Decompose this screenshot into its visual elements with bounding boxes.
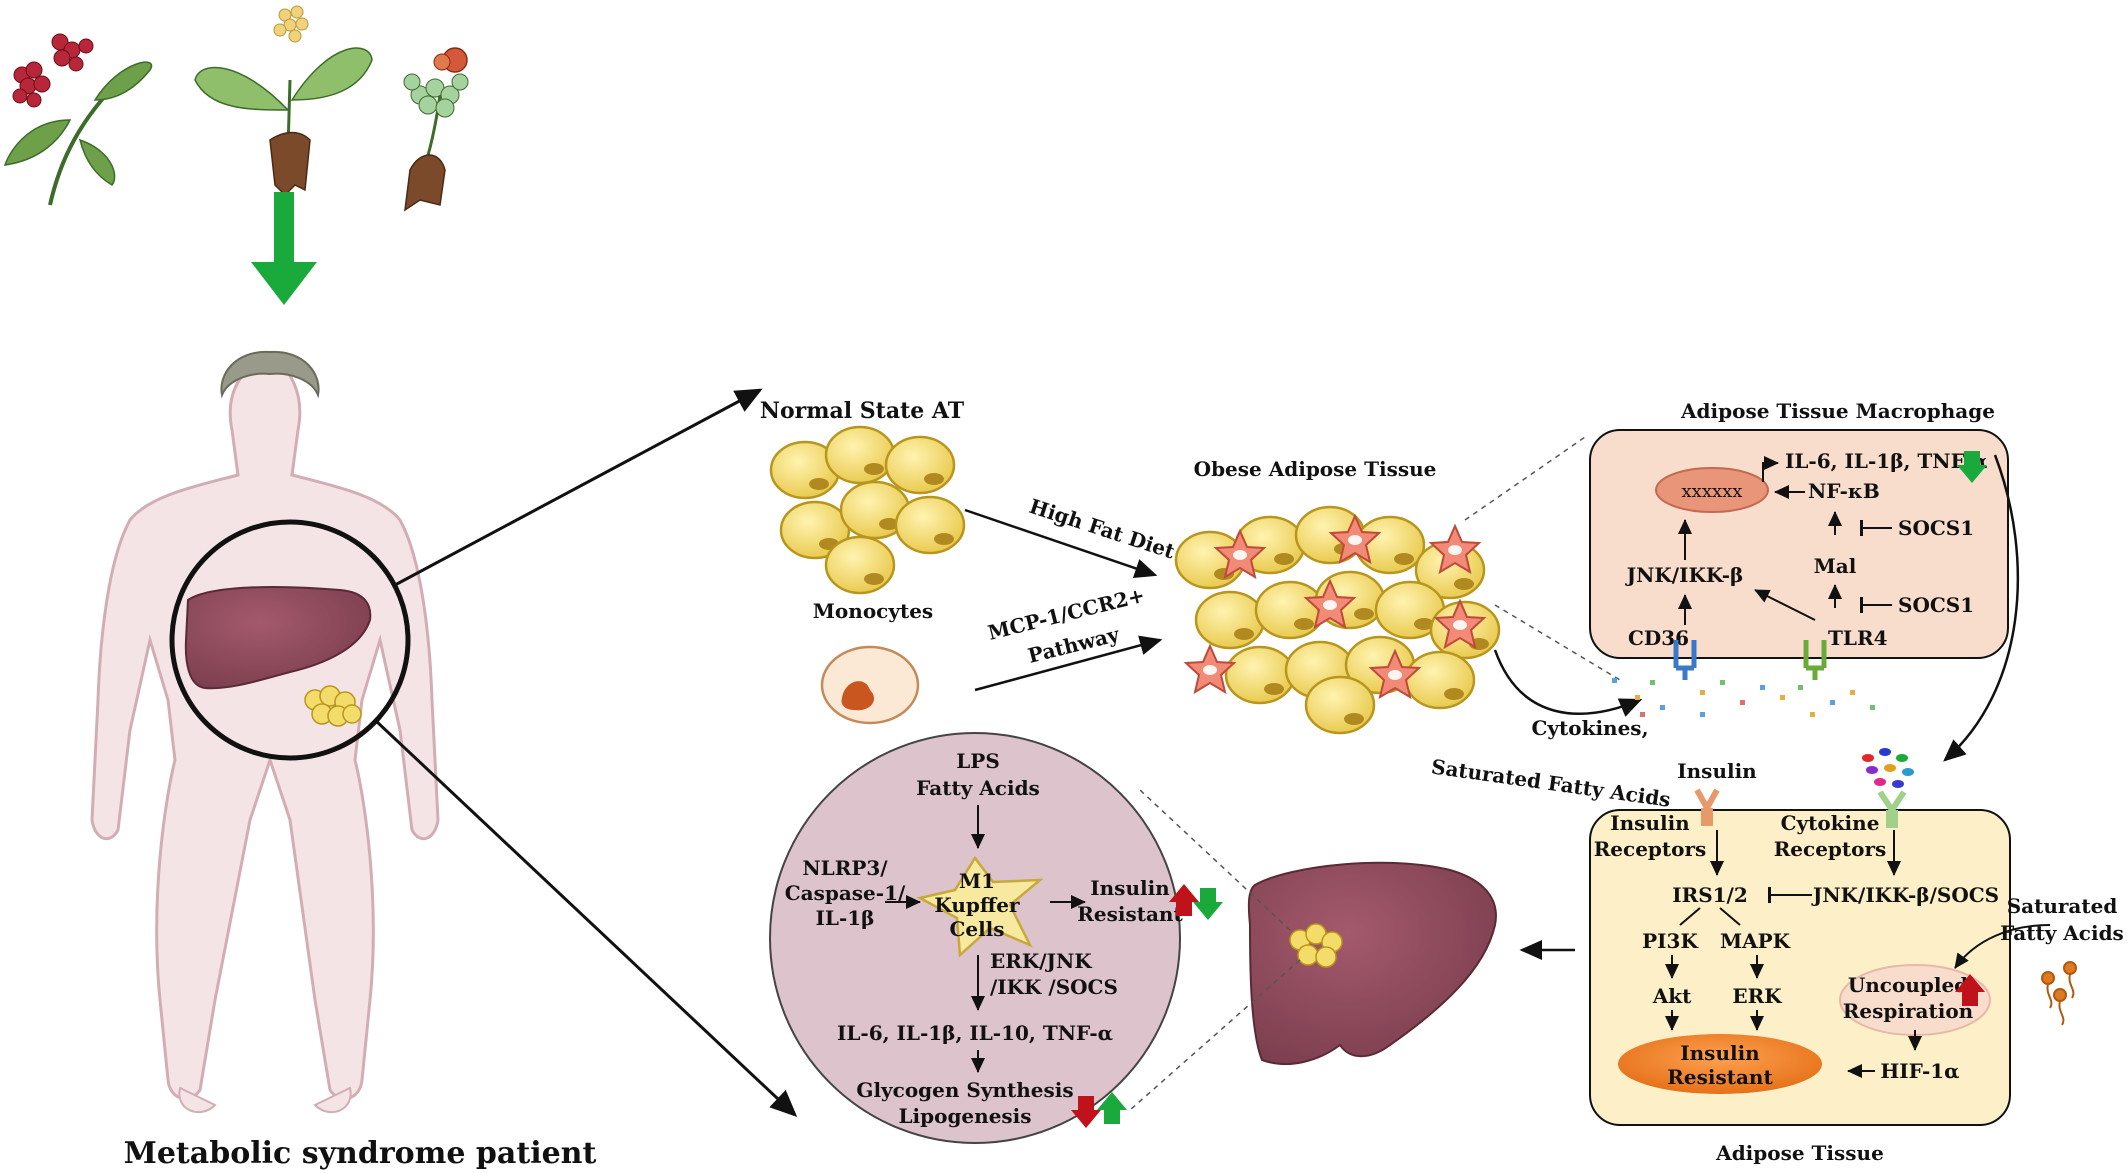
nfkb-label: NF-κB: [1808, 479, 1880, 503]
zoom-line: [1129, 959, 1301, 1111]
lipogenesis-label: Lipogenesis: [898, 1104, 1031, 1128]
arrow-tlr4-jnk: [1754, 589, 1816, 621]
high-fat-diet-label: High Fat Diet: [1026, 494, 1178, 564]
monocyte-icon: [820, 645, 920, 725]
arrow-high-fat: [964, 508, 1158, 578]
magnify-circle: [169, 519, 411, 761]
insulin-receptor-icon: [1694, 788, 1720, 826]
m1-label-3: Cells: [949, 917, 1004, 941]
patient-caption: Metabolic syndrome patient: [124, 1136, 597, 1171]
socs1-bottom: SOCS1: [1898, 593, 1974, 617]
herb-plant-icon: [3, 33, 153, 206]
liver-icon: [184, 586, 372, 690]
glycogen-label: Glycogen Synthesis: [856, 1078, 1073, 1102]
arrow-macrophage-to-adipose: [1943, 454, 2020, 762]
liver-ir-1: Insulin: [1090, 876, 1170, 900]
uncoupled-1: Uncoupled: [1848, 973, 1968, 997]
liver-cytokines: IL-6, IL-1β, IL-10, TNF-α: [837, 1021, 1113, 1045]
zoom-line: [1464, 434, 1589, 521]
arrow-to-liver: [373, 718, 798, 1118]
nlrp3-label-3: IL-1β: [816, 906, 875, 930]
cytokine-receptors-1: Cytokine: [1781, 811, 1880, 835]
uncoupled-2: Respiration: [1843, 999, 1974, 1023]
cytokine-receptor-icon: [1877, 790, 1907, 828]
zoom-line: [1494, 604, 1621, 681]
cd36-label: CD36: [1628, 626, 1689, 650]
arrow-sfa: [1954, 924, 2051, 969]
arrow-to-outputs: [1762, 456, 1779, 482]
mal-label: Mal: [1814, 554, 1857, 578]
macrophage-outputs: IL-6, IL-1β, TNF-α: [1785, 449, 1988, 473]
jnk-socs-label: JNK/IKK-β/SOCS: [1811, 883, 1999, 907]
down-green-arrow-icon: [1193, 888, 1223, 920]
herb-plant-icon: [194, 5, 373, 197]
receptor-icon: [1673, 640, 1697, 680]
erk-jnk-2: /IKK /SOCS: [990, 975, 1118, 999]
insulin-receptors-2: Receptors: [1594, 837, 1707, 861]
fatty-acids-label: Fatty Acids: [916, 776, 1040, 800]
macrophage-title: Adipose Tissue Macrophage: [1680, 399, 1995, 423]
cytokine-particles: [1612, 678, 1875, 717]
insulin-resistant-blob: [1618, 1034, 1822, 1094]
nucleus-label: xxxxxx: [1682, 481, 1743, 502]
m1-label-1: M1: [959, 869, 995, 893]
insulin-resistant-2: Resistant: [1667, 1065, 1773, 1089]
irs-branch: [1679, 907, 1741, 926]
pi3k-label: PI3K: [1642, 929, 1698, 953]
receptor-icon: [1803, 640, 1827, 680]
lps-label: LPS: [956, 749, 1000, 773]
cytokines-label-1: Cytokines,: [1531, 716, 1648, 740]
human-body-icon: [90, 350, 440, 1114]
monocytes-label: Monocytes: [813, 599, 933, 623]
jnk-label: JNK/IKK-β: [1625, 563, 1744, 587]
irs-label: IRS1/2: [1672, 883, 1748, 907]
fatty-acid-icon: [2041, 961, 2077, 1026]
mapk-label: MAPK: [1720, 929, 1791, 953]
obese-label: Obese Adipose Tissue: [1194, 457, 1437, 481]
insulin-receptors-1: Insulin: [1610, 811, 1690, 835]
socs1-top: SOCS1: [1898, 516, 1974, 540]
down-arrow-icon: [251, 192, 317, 305]
cytokine-dots: [1862, 748, 1914, 788]
fat-cells-icon: [304, 685, 362, 727]
tlr4-label: TLR4: [1828, 626, 1888, 650]
liver-icon: [1247, 861, 1497, 1066]
insulin-label: Insulin: [1677, 759, 1757, 783]
fat-cells-icon: [1289, 923, 1343, 968]
arrow-mcp: [974, 635, 1163, 692]
m1-label-2: Kupffer: [934, 893, 1020, 917]
nucleus-icon: [1655, 467, 1769, 513]
hif-label: HIF-1α: [1880, 1059, 1959, 1083]
herb-plant-icon: [403, 47, 469, 212]
arrow-cytokines: [1493, 649, 1643, 717]
cytokines-label-2: Saturated Fatty Acids: [1430, 754, 1672, 811]
kupffer-star-icon: [916, 855, 1044, 958]
normal-state-label: Normal State AT: [760, 398, 965, 424]
erk-label: ERK: [1732, 984, 1782, 1008]
cytokine-receptors-2: Receptors: [1774, 837, 1887, 861]
sfa-label-1: Saturated: [2007, 894, 2118, 918]
nlrp3-label-1: NLRP3/: [802, 856, 888, 880]
adipose-tissue-title: Adipose Tissue: [1715, 1141, 1884, 1165]
insulin-resistant-1: Insulin: [1680, 1041, 1760, 1065]
sfa-label-2: Fatty Acids: [2000, 921, 2124, 945]
normal-fat-cells: [769, 425, 966, 595]
liver-ir-2: Resistant: [1077, 902, 1183, 926]
arrow-to-adipose: [394, 388, 763, 587]
akt-label: Akt: [1652, 984, 1692, 1008]
erk-jnk-1: ERK/JNK: [990, 949, 1092, 973]
zoom-line: [1139, 789, 1291, 931]
